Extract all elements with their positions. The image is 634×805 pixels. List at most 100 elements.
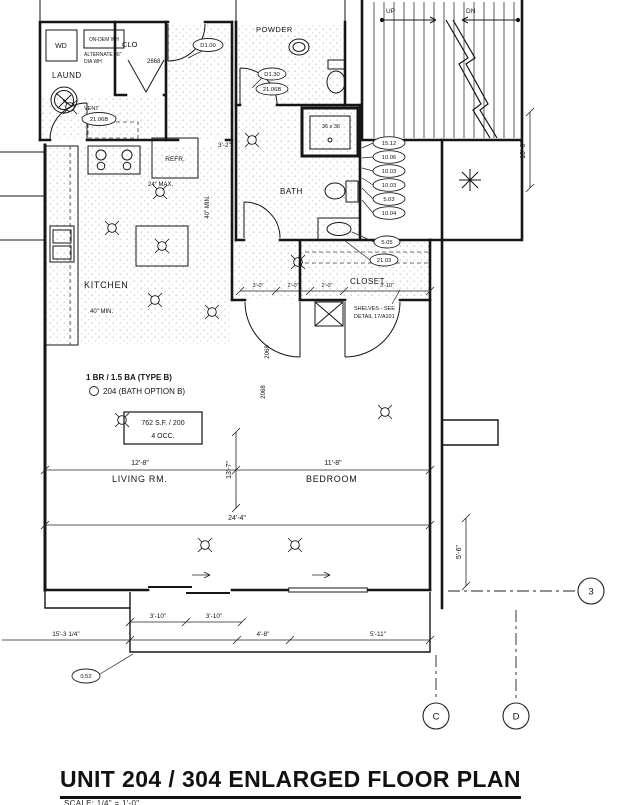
shelves-note-1: SHELVES - SEE xyxy=(354,306,395,312)
grid-bubble-3 xyxy=(577,577,605,605)
star-symbol xyxy=(459,169,481,191)
room-label-kitchen: KITCHEN xyxy=(84,280,128,290)
powder-toilet-tank xyxy=(327,59,346,70)
keynote-10-06: 10.06 xyxy=(382,155,397,161)
grid-bubble-c xyxy=(422,702,450,730)
keynote-15-12: 15.12 xyxy=(382,141,397,147)
grid-bubbles xyxy=(422,577,605,730)
dim-hall-c: 2'-0" xyxy=(322,283,333,289)
vent-label: VENT xyxy=(84,106,99,112)
shower-size-label: 36 x 36 xyxy=(322,124,340,130)
room-label-bath: BATH xyxy=(280,187,303,196)
room-label-laundry: LAUND xyxy=(52,71,82,80)
keynote-21-06b-powder: 21.06B xyxy=(263,87,282,93)
bath-toilet-bowl xyxy=(324,182,346,200)
dim-bedroom-width: 11'-8" xyxy=(324,460,342,467)
bath-basin xyxy=(326,222,352,236)
chase xyxy=(314,301,344,327)
on-demand-wh-label: ON-DEM WH xyxy=(89,37,119,43)
unit-type-label: 1 BR / 1.5 BA (TYPE B) xyxy=(86,373,172,382)
dim-stair-width: 10'-0" xyxy=(520,141,527,159)
title-block: UNIT 204 / 304 ENLARGED FLOOR PLAN xyxy=(60,766,521,799)
door-tag-d1-30: D1.30 xyxy=(264,72,279,78)
dim-balc-a: 3'-10" xyxy=(150,613,167,620)
dim-left-overall: 15'-3 1/4" xyxy=(52,631,80,638)
tile-floor-texture xyxy=(41,23,429,344)
keynote-5-05: 5.05 xyxy=(381,240,392,246)
keynote-5-03: 5.03 xyxy=(383,197,394,203)
stair-direction-arrows xyxy=(379,16,521,24)
kitchen-sink xyxy=(49,225,75,263)
unit-number-bullet xyxy=(89,386,99,396)
room-label-bedroom: BEDROOM xyxy=(306,474,357,484)
kitchen-counter xyxy=(45,145,79,346)
door-swings xyxy=(49,23,401,358)
wall-lines xyxy=(38,0,524,610)
keynote-bubbles xyxy=(71,38,406,684)
wall-stubs xyxy=(0,0,499,446)
shelves-note-2: DETAIL 17/A101 xyxy=(354,314,395,320)
door-tag-d1-00: D1.00 xyxy=(200,43,215,49)
grid-bubble-d xyxy=(502,702,530,730)
fixtures xyxy=(45,29,361,346)
dim-hall-d: 3'-10" xyxy=(380,283,394,289)
dim-clear-24max: 24" MAX. xyxy=(148,182,173,188)
stair-dn-label: DN xyxy=(466,8,476,15)
alt-wh-label-1: ALTERNATE 36" xyxy=(84,52,122,58)
stairs xyxy=(373,2,521,139)
dim-overall-width: 24'-4" xyxy=(228,515,246,522)
powder-toilet-bowl xyxy=(326,70,346,94)
dim-right-depth: 5'-6" xyxy=(456,545,463,559)
grid-lines xyxy=(435,590,576,700)
dim-balc-c: 4'-8" xyxy=(257,631,271,638)
dimension-lines xyxy=(2,107,535,645)
keynote-10-03a: 10.03 xyxy=(382,169,397,175)
grid-label-d: D xyxy=(513,712,520,723)
dim-clear-40min-v: 40" MIN. xyxy=(205,195,211,218)
door-tag-clo: 2668 xyxy=(147,59,161,65)
floor-plan-drawing: UP DN xyxy=(0,0,605,730)
door-tag-b: 2068 xyxy=(261,385,267,399)
scale-note: SCALE: 1/4" = 1'-0" xyxy=(64,799,140,805)
keynote-10-04: 10.04 xyxy=(382,211,397,217)
dim-room-depth: 13'-7" xyxy=(226,461,233,479)
room-label-closet: CLOSET xyxy=(350,277,385,286)
dim-balc-d: 5'-11" xyxy=(370,631,387,638)
room-label-living: LIVING RM. xyxy=(112,474,168,484)
drawing-title: UNIT 204 / 304 ENLARGED FLOOR PLAN xyxy=(60,766,521,799)
keynote-leaders xyxy=(99,50,401,675)
bath-vanity xyxy=(317,217,361,241)
area-label: 762 S.F. / 200 xyxy=(141,420,184,427)
shower-inner xyxy=(309,115,351,150)
shower-drain xyxy=(327,137,333,143)
unit-number-label: 204 (BATH OPTION B) xyxy=(103,387,185,396)
on-demand-wh-box xyxy=(83,29,125,49)
kitchen-island xyxy=(135,225,189,267)
grid-label-3: 3 xyxy=(588,587,593,598)
alt-wh-label-2: DIA WH xyxy=(84,59,102,65)
dim-hall-b: 2'-0" xyxy=(288,283,299,289)
dim-balc-b: 3'-10" xyxy=(206,613,223,620)
washer-dryer-box xyxy=(45,29,78,62)
occupancy-label: 4 OCC. xyxy=(151,433,174,440)
dim-living-width: 12'-8" xyxy=(131,460,149,467)
dim-hall-a: 3'-0" xyxy=(253,283,264,289)
powder-sink xyxy=(288,38,310,56)
keynote-0-52: 0.52 xyxy=(80,674,91,680)
balcony-outline xyxy=(44,586,431,653)
washer-dryer-label: WD xyxy=(55,43,67,50)
room-label-powder: POWDER xyxy=(256,25,293,34)
keynote-21-03: 21.03 xyxy=(377,258,392,264)
grid-label-c: C xyxy=(433,712,440,723)
range xyxy=(87,145,141,175)
keynote-21-06b-laundry: 21.06B xyxy=(90,117,109,123)
dim-entry: 3'-2" xyxy=(218,142,232,149)
refrigerator-label: REFR. xyxy=(165,156,185,163)
dim-clear-40min-k: 40" MIN. xyxy=(90,309,113,315)
room-label-clo: CLO xyxy=(122,40,138,49)
stair-up-label: UP xyxy=(386,8,395,15)
keynote-10-03b: 10.03 xyxy=(382,183,397,189)
door-tag-a: 2068 xyxy=(265,345,271,359)
refrigerator-box xyxy=(151,137,199,179)
